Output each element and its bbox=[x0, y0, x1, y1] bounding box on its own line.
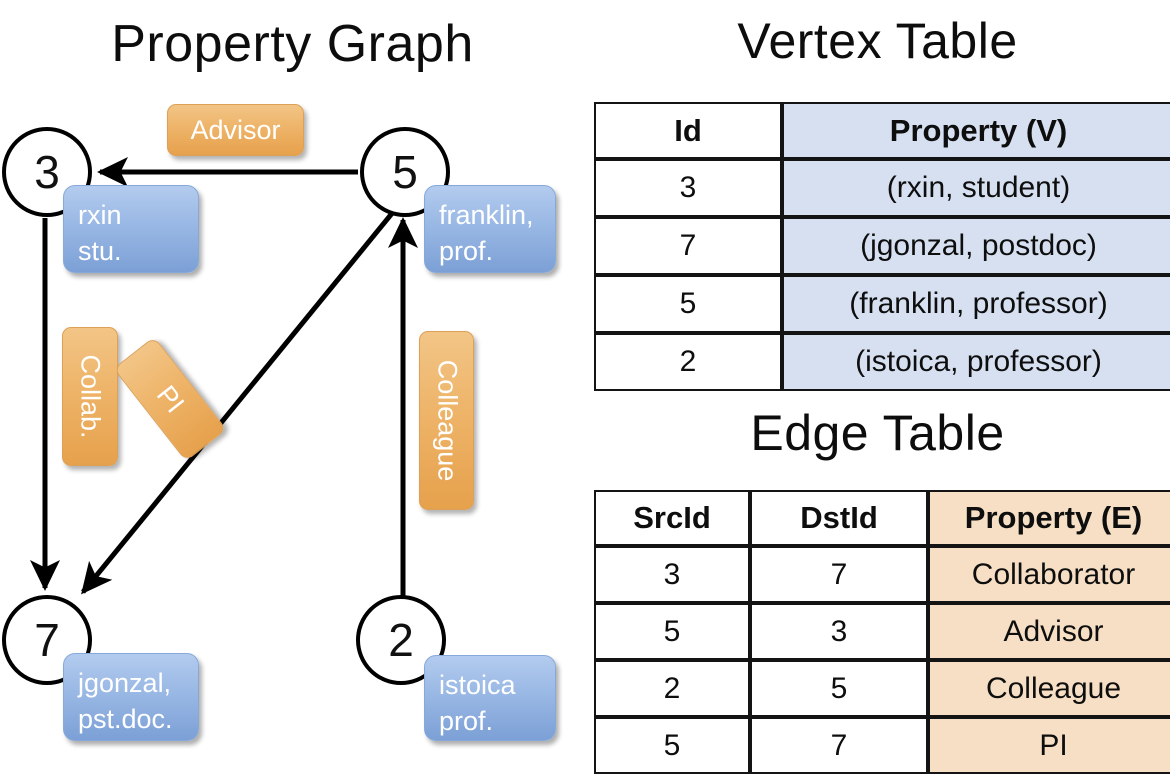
vertex-property-callout-7-line2: pst.doc. bbox=[78, 704, 173, 734]
vertex-property-callout-5-line2: prof. bbox=[439, 236, 494, 266]
vertex-property-callout-3-line1: rxin bbox=[78, 200, 122, 230]
edge-label-colleague-text: Colleague bbox=[432, 359, 462, 482]
edge-table-cell-property: PI bbox=[928, 717, 1170, 774]
vertex-table-cell-id: 7 bbox=[594, 217, 782, 275]
graph-node-2-label: 2 bbox=[388, 614, 414, 666]
page-title-vertex-table: Vertex Table bbox=[737, 13, 1018, 69]
edge-table-cell-dstid: 7 bbox=[750, 546, 928, 603]
vertex-table: Id Property (V) 3 (rxin, student) 7 (jgo… bbox=[594, 102, 1170, 391]
edge-table-cell-srcid: 5 bbox=[594, 603, 750, 660]
page-title-edge-table: Edge Table bbox=[750, 405, 1005, 461]
graph-node-2[interactable]: 2 bbox=[356, 595, 446, 685]
graph-edge-arrows bbox=[30, 157, 418, 596]
vertex-table-cell-property: (jgonzal, postdoc) bbox=[782, 217, 1170, 275]
edge-table-cell-dstid: 7 bbox=[750, 717, 928, 774]
table-row: 5 3 Advisor bbox=[594, 603, 1170, 660]
edge-table-cell-property: Colleague bbox=[928, 660, 1170, 717]
edge-table-cell-dstid: 5 bbox=[750, 660, 928, 717]
vertex-property-callout-3-line2: stu. bbox=[78, 236, 122, 266]
edge-table-header-dstid: DstId bbox=[750, 490, 928, 546]
edge-label-advisor: Advisor bbox=[167, 104, 304, 156]
edge-table-cell-dstid: 3 bbox=[750, 603, 928, 660]
edge-table-header-srcid: SrcId bbox=[594, 490, 750, 546]
graph-node-5[interactable]: 5 bbox=[360, 127, 450, 217]
table-row: 2 5 Colleague bbox=[594, 660, 1170, 717]
edge-label-collab: Collab. bbox=[62, 327, 118, 466]
edge-table-cell-srcid: 3 bbox=[594, 546, 750, 603]
edge-table-header-property: Property (E) bbox=[928, 490, 1170, 546]
table-row: 3 7 Collaborator bbox=[594, 546, 1170, 603]
vertex-table-cell-id: 2 bbox=[594, 333, 782, 391]
edge-label-collab-text: Collab. bbox=[75, 354, 106, 439]
vertex-property-callout-7: jgonzal, pst.doc. bbox=[63, 653, 199, 741]
edge-table-cell-srcid: 2 bbox=[594, 660, 750, 717]
vertex-table-header-property: Property (V) bbox=[782, 102, 1170, 159]
vertex-property-callout-5: franklin, prof. bbox=[424, 185, 556, 273]
vertex-property-callout-2-line2: prof. bbox=[439, 706, 494, 736]
page-title-property-graph: Property Graph bbox=[111, 15, 474, 73]
edge-table: SrcId DstId Property (E) 3 7 Collaborato… bbox=[594, 490, 1170, 774]
vertex-property-callout-7-line1: jgonzal, bbox=[78, 668, 172, 698]
edge-table-header-row: SrcId DstId Property (E) bbox=[594, 490, 1170, 546]
vertex-table-cell-property: (rxin, student) bbox=[782, 159, 1170, 217]
vertex-property-callout-2-line1: istoica bbox=[439, 670, 516, 700]
table-row: 7 (jgonzal, postdoc) bbox=[594, 217, 1170, 275]
edge-table-cell-property: Collaborator bbox=[928, 546, 1170, 603]
edge-table-cell-property: Advisor bbox=[928, 603, 1170, 660]
edge-label-pi-text: PI bbox=[150, 379, 191, 418]
vertex-property-callout-3: rxin stu. bbox=[63, 185, 199, 273]
table-row: 3 (rxin, student) bbox=[594, 159, 1170, 217]
table-row: 5 (franklin, professor) bbox=[594, 275, 1170, 333]
vertex-table-header-row: Id Property (V) bbox=[594, 102, 1170, 159]
vertex-property-callout-5-line1: franklin, bbox=[439, 200, 534, 230]
graph-node-7-label: 7 bbox=[34, 614, 60, 666]
table-row: 5 7 PI bbox=[594, 717, 1170, 774]
graph-node-3-label: 3 bbox=[34, 146, 60, 198]
vertex-property-callout-2: istoica prof. bbox=[424, 655, 556, 741]
vertex-table-cell-property: (franklin, professor) bbox=[782, 275, 1170, 333]
vertex-table-cell-property: (istoica, professor) bbox=[782, 333, 1170, 391]
edge-table-cell-srcid: 5 bbox=[594, 717, 750, 774]
edge-label-advisor-text: Advisor bbox=[190, 114, 281, 145]
table-row: 2 (istoica, professor) bbox=[594, 333, 1170, 391]
graph-node-5-label: 5 bbox=[392, 146, 418, 198]
edge-label-colleague: Colleague bbox=[419, 331, 474, 510]
property-graph-diagram: 3 5 7 2 rxin stu. franklin, prof. jgonza… bbox=[0, 0, 585, 760]
vertex-table-cell-id: 5 bbox=[594, 275, 782, 333]
vertex-table-cell-id: 3 bbox=[594, 159, 782, 217]
vertex-table-header-id: Id bbox=[594, 102, 782, 159]
edge-arrow-5-to-7 bbox=[81, 204, 400, 595]
